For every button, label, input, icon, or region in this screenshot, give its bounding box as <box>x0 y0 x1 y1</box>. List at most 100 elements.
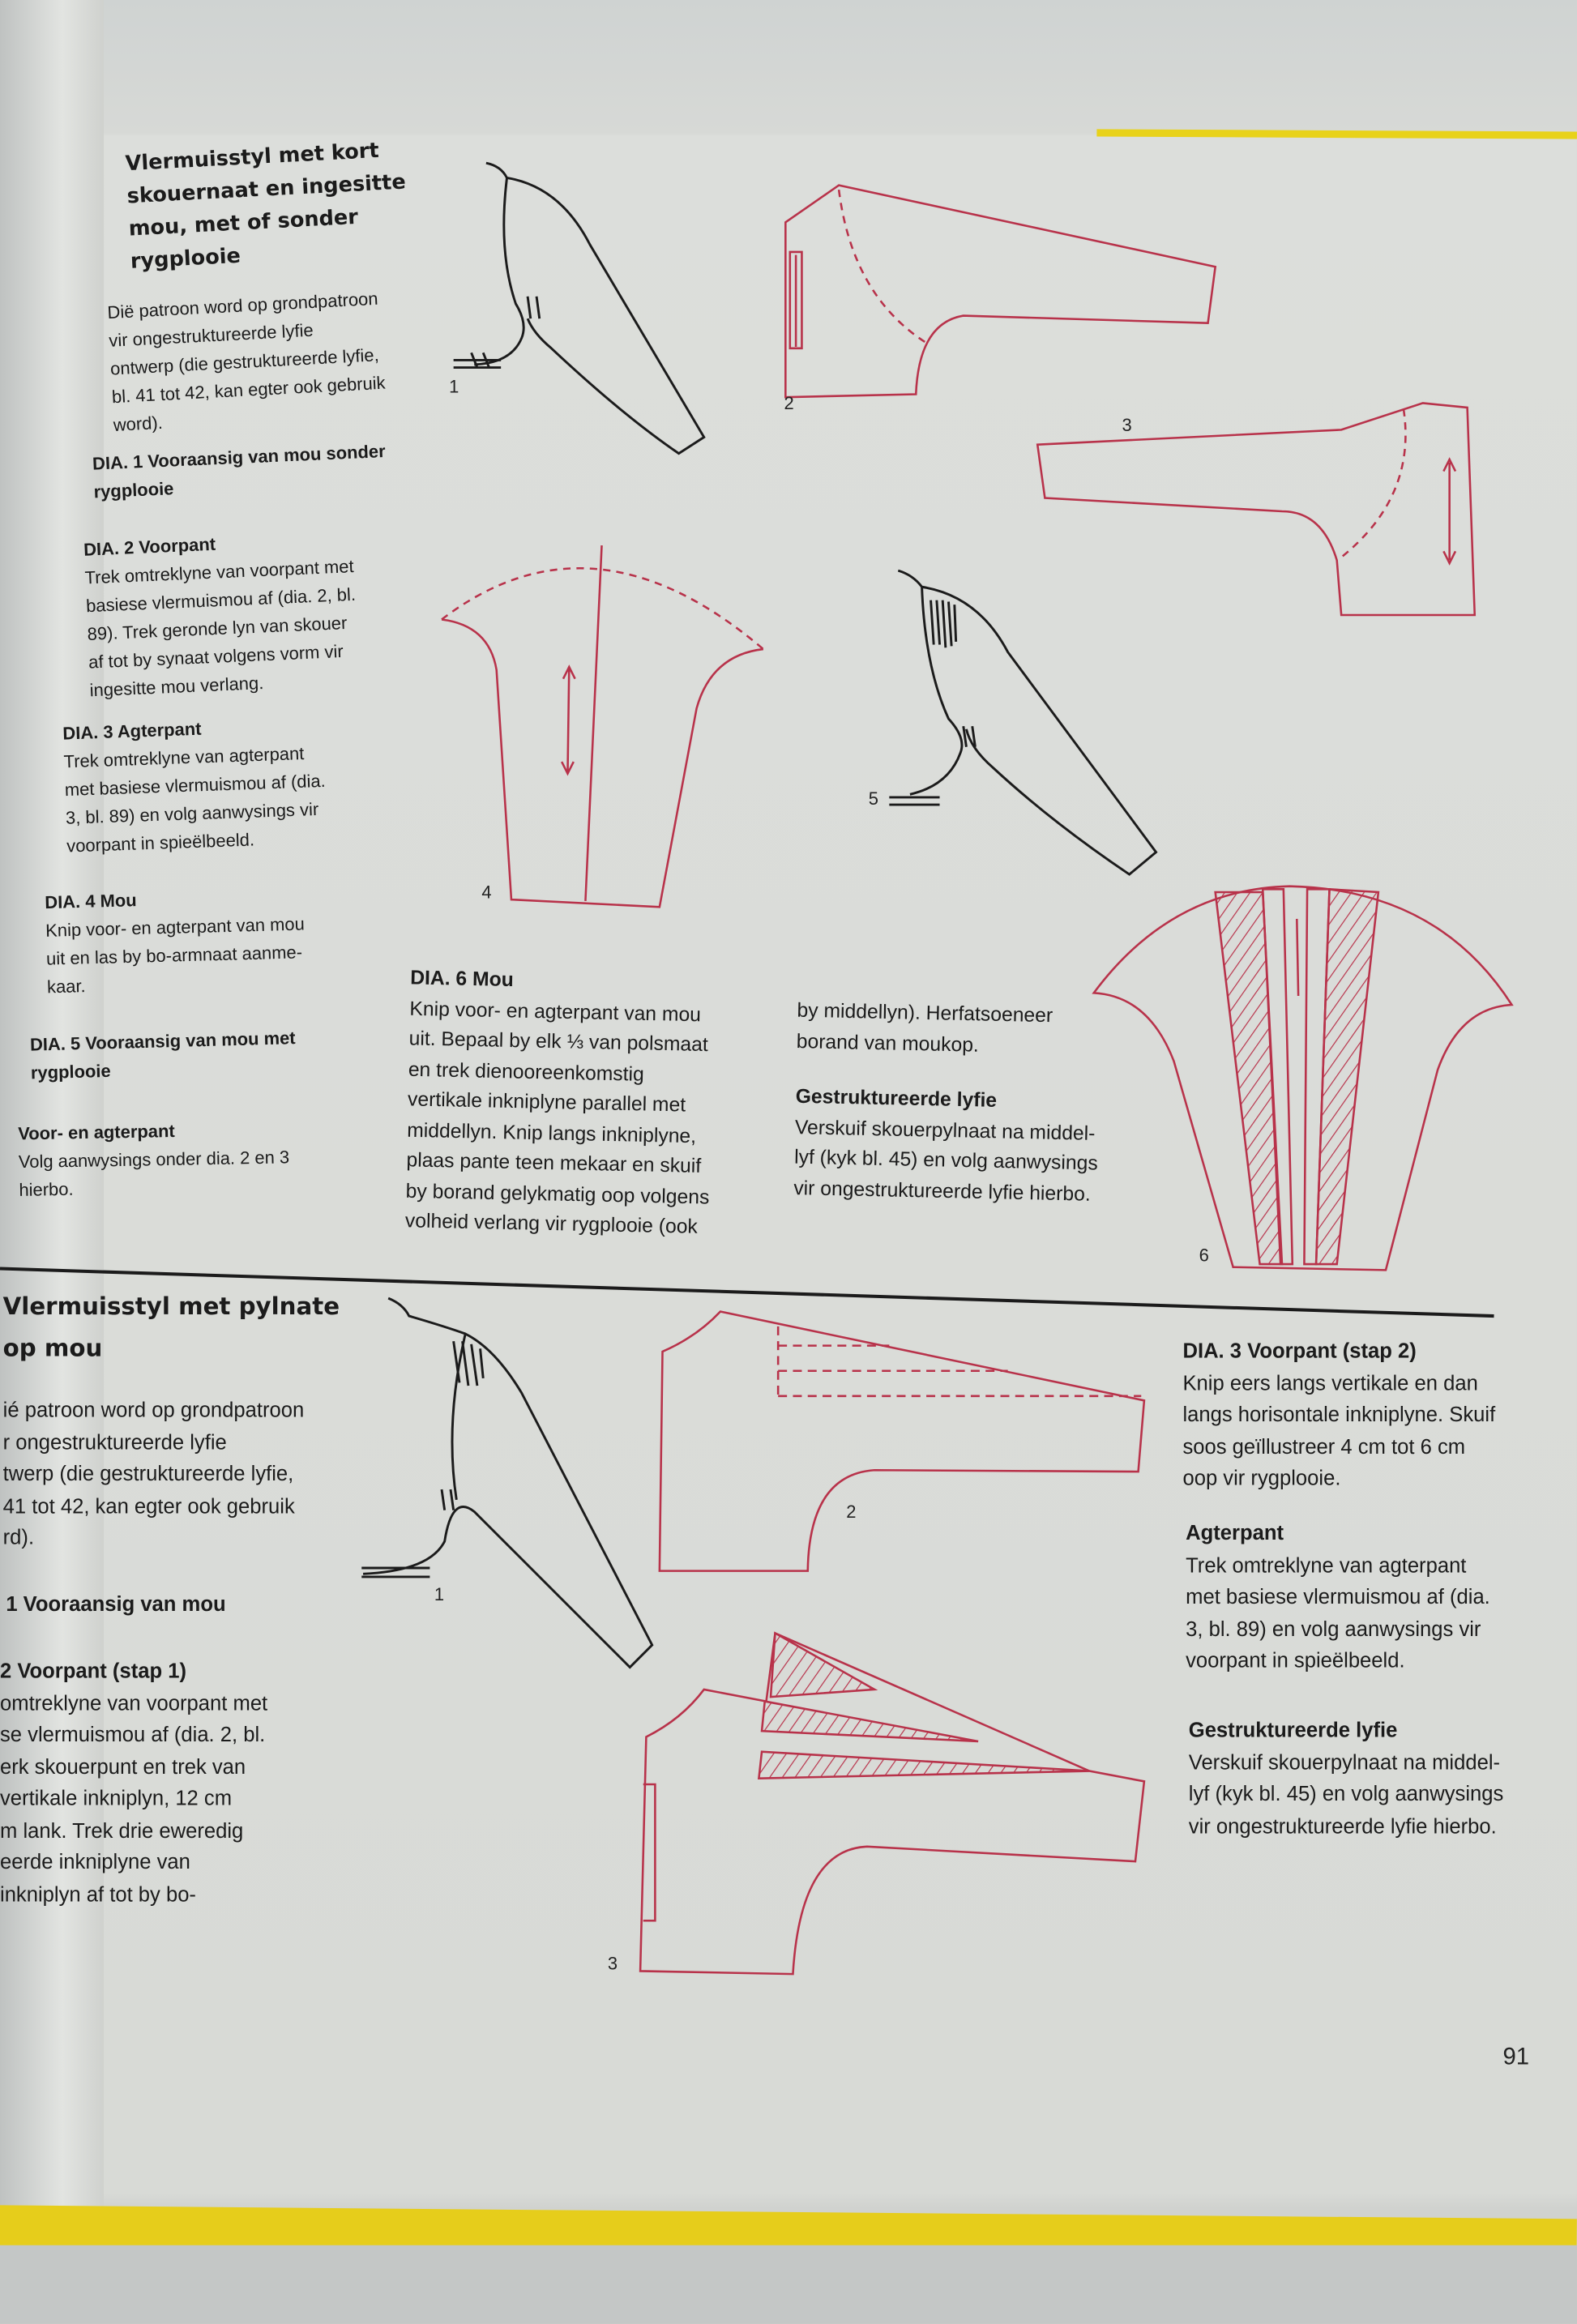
section2-agterpant-section: Agterpant Trek omtreklyne van agterpant m… <box>1186 1518 1490 1677</box>
background-top <box>0 0 1577 134</box>
text-line: r ongestruktureerde lyfie <box>2 1429 227 1454</box>
voor-agterpant-section: Voor- en agterpant Volg aanwysings onder… <box>18 1116 290 1205</box>
text-line: hierbo. <box>19 1178 74 1201</box>
text-line: ié patroon word op grondpatroon <box>2 1397 305 1421</box>
text-line: Volg aanwysings onder dia. 2 en 3 <box>18 1147 290 1173</box>
text-line: Vlermuisstyl met pylnate <box>2 1292 340 1321</box>
fig6-grainline <box>1296 918 1300 997</box>
fig4-dashed-cap <box>441 567 764 651</box>
figure-label: 1 <box>434 1584 445 1605</box>
page-number: 91 <box>1502 2044 1530 2070</box>
fig4-sleeve-pattern <box>441 618 764 908</box>
text-line: oop vir rygplooie. <box>1182 1465 1341 1490</box>
dia6-heading: DIA. 6 Mou <box>409 966 515 991</box>
fig2-grainline <box>788 250 803 350</box>
dia4-section: DIA. 4 Mou Knip voor- en agterpant van m… <box>45 882 306 1002</box>
text-line: op mou <box>2 1334 103 1362</box>
figure-label: 5 <box>868 788 878 810</box>
gestruktureerde-heading: Gestruktureerde lyfie <box>795 1084 998 1112</box>
text-line: rd). <box>2 1524 35 1549</box>
fig5-sleeve-with-gathers <box>897 569 1158 876</box>
text-line: omtreklyne van voorpant met <box>0 1690 268 1715</box>
fig6-sleeve-with-pleats <box>1092 885 1514 1271</box>
fig1-notches <box>453 296 541 370</box>
section2-agterpant-heading: Agterpant <box>1186 1520 1284 1544</box>
text-line: met basiese vlermuismou af (dia. <box>1186 1584 1490 1608</box>
text-line: by middellyn). Herfatsoeneer <box>797 998 1053 1027</box>
bottom-fig3-front-panel-spread <box>639 1631 1146 1976</box>
fig6-hatched-pleat-right <box>1314 887 1380 1266</box>
bottom-fig1-dart-marks <box>361 1340 485 1579</box>
section2-dia1-heading: 1 Vooraansig van mou <box>6 1591 226 1616</box>
text-line: lyf (kyk bl. 45) en volg aanwysings <box>793 1145 1099 1174</box>
text-line: lyf (kyk bl. 45) en volg aanwysings <box>1188 1781 1504 1805</box>
dia6-section: DIA. 6 Mou Knip voor- en agterpant van m… <box>405 963 715 1243</box>
text-line: Verskuif skouerpylnaat na middel- <box>1188 1749 1501 1774</box>
section2-gestruktureerde-section: Gestruktureerde lyfie Verskuif skouerpyl… <box>1189 1715 1504 1842</box>
text-line: plaas pante teen mekaar en skuif <box>406 1148 702 1177</box>
figure-label: 2 <box>784 392 794 414</box>
text-line: soos geïllustreer 4 cm tot 6 cm <box>1182 1433 1466 1458</box>
text-line: Trek omtreklyne van agterpant <box>1186 1552 1467 1577</box>
voor-agterpant-body: Volg aanwysings onder dia. 2 en 3 hierbo. <box>19 1144 290 1205</box>
text-line: se vlermuismou af (dia. 2, bl. <box>0 1722 266 1746</box>
bottom-fig3-hatched-spread-3 <box>757 1750 1090 1779</box>
bottom-fig3-hatched-spread-1 <box>769 1631 878 1698</box>
dia2-section: DIA. 2 Voorpant Trek omtreklyne van voor… <box>83 525 360 706</box>
section2-dia2-section: 2 Voorpant (stap 1) omtreklyne van voorp… <box>0 1655 267 1911</box>
text-line: vertikale inkniplyne parallel met <box>407 1087 686 1116</box>
text-line: vir ongestruktureerde lyfie hierbo. <box>1188 1813 1497 1837</box>
section2-gestruktureerde-heading: Gestruktureerde lyfie <box>1188 1717 1398 1741</box>
text-line: langs horisontale inkniplyne. Skuif <box>1182 1402 1496 1426</box>
gestruktureerde-section-1: Gestruktureerde lyfie Verskuif skouerpyl… <box>793 1082 1100 1210</box>
fig3-grainline-arrow <box>1442 457 1457 566</box>
text-line: inkniplyn af tot by bo- <box>0 1881 196 1906</box>
text-line: 3, bl. 89) en volg aanwysings vir <box>1186 1616 1481 1640</box>
fig3-dashed-armhole <box>1340 408 1407 558</box>
text-line: uit. Bepaal by elk ⅓ van polsmaat <box>408 1027 709 1056</box>
text-line: borand van moukop. <box>796 1029 980 1056</box>
section2-dia2-body: omtreklyne van voorpant met se vlermuismo… <box>0 1687 267 1910</box>
bottom-fig1-sleeve <box>363 1297 654 1669</box>
voor-agterpant-heading: Voor- en agterpant <box>18 1120 175 1144</box>
bottom-fig3-grainline <box>643 1783 656 1922</box>
fig3-back-panel <box>1036 402 1477 617</box>
text-line: volheid verlang vir rygplooie (ook <box>404 1209 699 1238</box>
fig2-front-panel <box>784 184 1217 399</box>
text-line: m lank. Trek drie eweredig <box>0 1818 244 1842</box>
text-line: vir ongestruktureerde lyfie hierbo. <box>793 1176 1092 1205</box>
section2-title: Vlermuisstyl met pylnate op mou <box>3 1286 340 1369</box>
gestruktureerde-body: Verskuif skouerpylnaat na middel-lyf (ky… <box>793 1113 1099 1210</box>
section2-dia2-heading: 2 Voorpant (stap 1) <box>0 1658 187 1682</box>
figure-label: 1 <box>449 376 459 398</box>
bottom-fig2-front-panel <box>658 1310 1146 1572</box>
section2-dia3-section: DIA. 3 Voorpant (stap 2) Knip eers langs… <box>1182 1335 1495 1495</box>
bottom-fig2-slash-lines <box>776 1326 1142 1398</box>
text-line: Knip eers langs vertikale en dan <box>1182 1369 1478 1395</box>
previous-page-edge <box>0 0 105 2224</box>
figure-label: 6 <box>1199 1245 1209 1266</box>
fig2-dashed-armhole <box>837 189 929 345</box>
text-line: vertikale inkniplyn, 12 cm <box>0 1785 233 1810</box>
section-divider <box>0 1267 1494 1318</box>
figure-label: 3 <box>607 1953 618 1975</box>
text-line: erk skouerpunt en trek van <box>0 1754 246 1778</box>
text-line: voorpant in spieëlbeeld. <box>1186 1647 1405 1672</box>
section2-dia3-heading: DIA. 3 Voorpant (stap 2) <box>1182 1338 1417 1362</box>
figure-label: 3 <box>1122 415 1132 436</box>
text-line: eerde inkniplyne van <box>0 1849 190 1873</box>
background-bottom <box>0 2245 1577 2324</box>
figure-label: 2 <box>846 1501 857 1523</box>
fig4-centre-line-and-arrow <box>561 545 603 902</box>
text-line: 41 tot 42, kan egter ook gebruik <box>2 1493 295 1517</box>
